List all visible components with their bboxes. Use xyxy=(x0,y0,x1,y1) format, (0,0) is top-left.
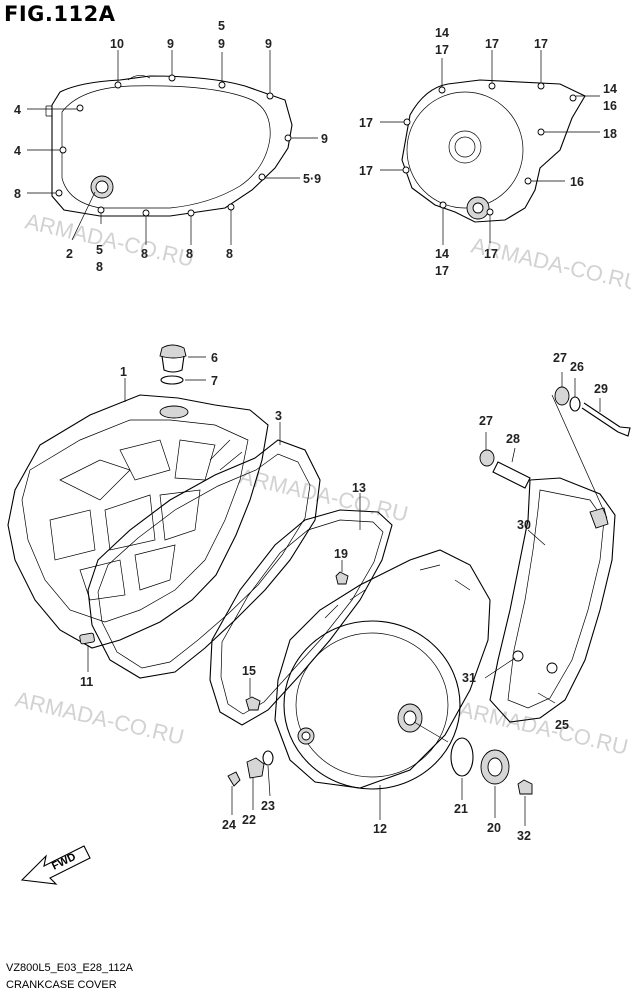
watermark-4: ARMADA-CO.RU xyxy=(13,687,187,750)
callout-11: 11 xyxy=(80,675,93,689)
callout-14: 14 xyxy=(435,26,449,40)
callout-labels: 10 9 5 9 9 4 4 9 5·9 8 2 5 8 8 8 8 14 17… xyxy=(14,19,617,843)
callout-27: 27 xyxy=(553,351,567,365)
callout-10: 10 xyxy=(110,37,124,51)
callout-31: 31 xyxy=(462,671,476,685)
watermark-5: ARMADA-CO.RU xyxy=(457,697,631,760)
generator-plugs xyxy=(450,737,533,826)
callout-1: 1 xyxy=(120,365,127,379)
fwd-arrow-icon: FWD xyxy=(20,845,91,885)
callout-29: 29 xyxy=(594,382,608,396)
callout-5: 5 xyxy=(218,19,225,33)
generator-cover-bolt-layout xyxy=(380,50,600,245)
callout-8: 8 xyxy=(226,247,233,261)
callout-4: 4 xyxy=(14,103,21,117)
callout-8: 8 xyxy=(186,247,193,261)
callout-19: 19 xyxy=(334,547,348,561)
callout-28: 28 xyxy=(506,432,520,446)
watermarks: ARMADA-CO.RU ARMADA-CO.RU ARMADA-CO.RU A… xyxy=(13,209,631,760)
dowel-pins xyxy=(245,560,349,711)
callout-9: 9 xyxy=(167,37,174,51)
callout-24: 24 xyxy=(222,818,236,832)
callout-25: 25 xyxy=(555,718,569,732)
small-screws xyxy=(227,750,274,815)
callout-9: 9 xyxy=(321,132,328,146)
callout-4: 4 xyxy=(14,144,21,158)
figure-title: FIG.112A xyxy=(4,2,116,26)
callout-7: 7 xyxy=(211,374,218,388)
callout-16: 16 xyxy=(570,175,584,189)
callout-17: 17 xyxy=(534,37,548,51)
callout-20: 20 xyxy=(487,821,501,835)
callout-32: 32 xyxy=(517,829,531,843)
callout-3: 3 xyxy=(275,409,282,423)
diagram-caption: CRANKCASE COVER xyxy=(6,979,117,991)
callout-26: 26 xyxy=(570,360,584,374)
callout-27: 27 xyxy=(479,414,493,428)
watermark-3: ARMADA-CO.RU xyxy=(237,464,411,527)
callout-9: 9 xyxy=(265,37,272,51)
oil-filler-cap xyxy=(159,344,206,385)
clutch-cover-bolt-layout xyxy=(27,50,318,245)
cover-fasteners xyxy=(479,372,631,519)
callout-13: 13 xyxy=(352,481,366,495)
callout-14: 14 xyxy=(435,247,449,261)
crankcase-cover-left xyxy=(7,378,269,672)
callout-6: 6 xyxy=(211,351,218,365)
callout-17: 17 xyxy=(359,116,373,130)
callout-22: 22 xyxy=(242,813,256,827)
generator-cover xyxy=(274,549,491,820)
callout-18: 18 xyxy=(603,127,617,141)
callout-17: 17 xyxy=(435,264,449,278)
diagram-code: VZ800L5_E03_E28_112A xyxy=(6,962,134,974)
fwd-label: FWD xyxy=(50,851,78,873)
callout-15: 15 xyxy=(242,664,256,678)
callout-5-9: 5·9 xyxy=(303,172,321,186)
callout-17: 17 xyxy=(484,247,498,261)
callout-17: 17 xyxy=(359,164,373,178)
callout-16: 16 xyxy=(603,99,617,113)
callout-8: 8 xyxy=(96,260,103,274)
watermark-1: ARMADA-CO.RU xyxy=(23,209,197,272)
callout-5: 5 xyxy=(96,243,103,257)
callout-30: 30 xyxy=(517,518,531,532)
watermark-2: ARMADA-CO.RU xyxy=(469,233,631,296)
gasket-clutch-cover xyxy=(87,422,321,679)
callout-8: 8 xyxy=(14,187,21,201)
callout-17: 17 xyxy=(485,37,499,51)
callout-9: 9 xyxy=(218,37,225,51)
gasket-generator-cover xyxy=(209,493,393,726)
callout-21: 21 xyxy=(454,802,468,816)
callout-17: 17 xyxy=(435,43,449,57)
callout-2: 2 xyxy=(66,247,73,261)
callout-23: 23 xyxy=(261,799,275,813)
callout-12: 12 xyxy=(373,822,387,836)
outer-cover-30 xyxy=(484,477,616,723)
callout-8: 8 xyxy=(141,247,148,261)
callout-14: 14 xyxy=(603,82,617,96)
